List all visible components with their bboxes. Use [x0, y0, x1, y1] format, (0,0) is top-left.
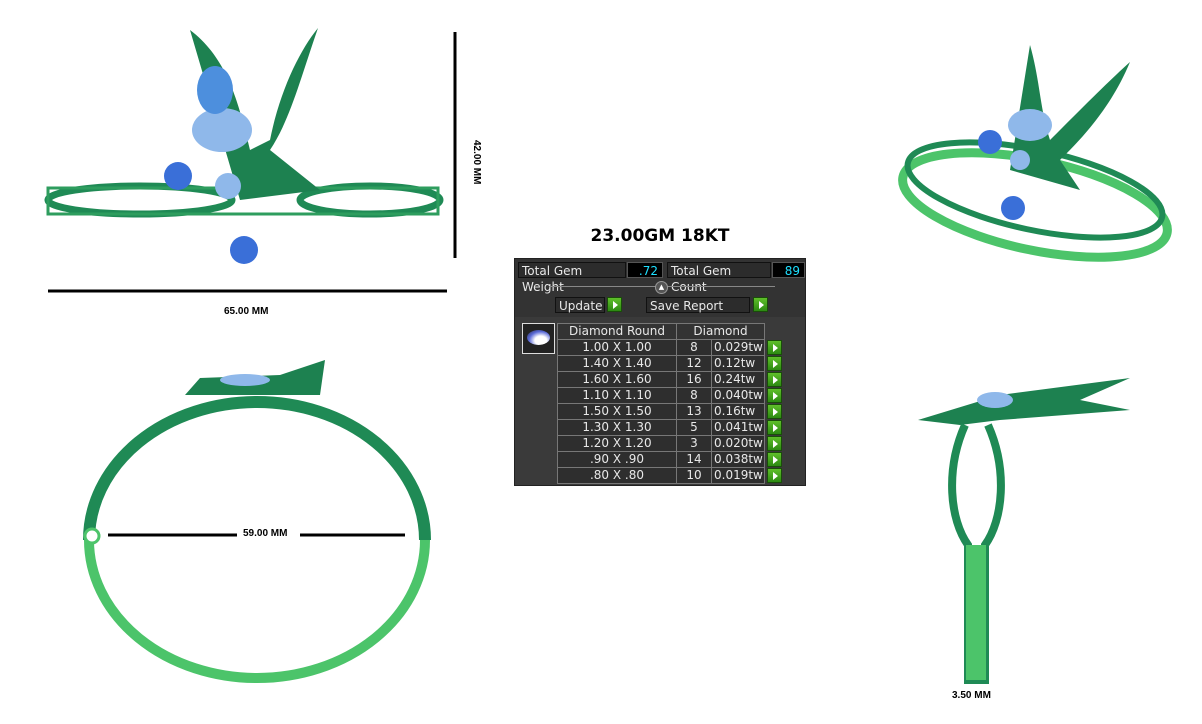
total-gem-weight-label: Total Gem Weight	[518, 262, 626, 294]
gem-count: 10	[676, 467, 712, 484]
height-dimension-label: 42.00 MM	[471, 140, 482, 185]
side-view-render	[918, 378, 1130, 684]
gem-size: 1.60 X 1.60	[557, 371, 677, 388]
update-arrow-icon[interactable]	[607, 297, 622, 312]
row-arrow-button[interactable]	[767, 404, 782, 419]
gem-weight: 0.24tw	[714, 372, 756, 386]
gem-report-panel: Total Gem Weight .72 Total Gem Count 89 …	[514, 258, 806, 486]
gem-size: .80 X .80	[557, 467, 677, 484]
row-arrow-button[interactable]	[767, 452, 782, 467]
save-report-arrow-icon[interactable]	[753, 297, 768, 312]
gem-weight: 0.029tw	[714, 340, 763, 354]
gem-weight: 0.020tw	[714, 436, 763, 450]
row-arrow-button[interactable]	[767, 436, 782, 451]
row-arrow-button[interactable]	[767, 340, 782, 355]
gem-weight: 0.019tw	[714, 468, 763, 482]
metal-weight-title: 23.00GM 18KT	[590, 226, 730, 246]
gem-weight: 0.041tw	[714, 420, 763, 434]
gem-size: .90 X .90	[557, 451, 677, 468]
total-gem-count-label: Total Gem Count	[667, 262, 771, 294]
perspective-view-render	[898, 45, 1172, 262]
row-arrow-button[interactable]	[767, 372, 782, 387]
col-header-type: Diamond	[676, 323, 765, 340]
gem-weight: 0.16tw	[714, 404, 756, 418]
front-view-render	[83, 360, 431, 683]
gem-size: 1.00 X 1.00	[557, 339, 677, 356]
gem-count: 13	[676, 403, 712, 420]
gem-count: 12	[676, 355, 712, 372]
row-arrow-button[interactable]	[767, 388, 782, 403]
top-view-render	[44, 28, 444, 264]
gem-weight: 0.040tw	[714, 388, 763, 402]
total-gem-weight-value: .72	[627, 262, 663, 278]
gem-weight: 0.038tw	[714, 452, 763, 466]
inner-diameter-label: 59.00 MM	[243, 528, 288, 539]
row-arrow-button[interactable]	[767, 468, 782, 483]
gem-count: 8	[676, 387, 712, 404]
gem-count: 5	[676, 419, 712, 436]
row-arrow-button[interactable]	[767, 356, 782, 371]
row-arrow-button[interactable]	[767, 420, 782, 435]
gem-count: 14	[676, 451, 712, 468]
gem-size: 1.50 X 1.50	[557, 403, 677, 420]
col-header-shape: Diamond Round	[557, 323, 677, 340]
save-report-button[interactable]: Save Report	[646, 297, 750, 313]
update-button[interactable]: Update	[555, 297, 605, 313]
collapse-slider-handle[interactable]: ▲	[655, 281, 668, 294]
gem-size: 1.20 X 1.20	[557, 435, 677, 452]
total-gem-count-value: 89	[772, 262, 805, 278]
gem-count: 3	[676, 435, 712, 452]
thickness-label: 3.50 MM	[952, 690, 991, 701]
gem-weight: 0.12tw	[714, 356, 756, 370]
diamond-gem-icon	[522, 323, 555, 354]
gem-size: 1.10 X 1.10	[557, 387, 677, 404]
gem-size: 1.40 X 1.40	[557, 355, 677, 372]
gem-count: 16	[676, 371, 712, 388]
gem-size: 1.30 X 1.30	[557, 419, 677, 436]
width-dimension-label: 65.00 MM	[224, 306, 269, 317]
gem-count: 8	[676, 339, 712, 356]
